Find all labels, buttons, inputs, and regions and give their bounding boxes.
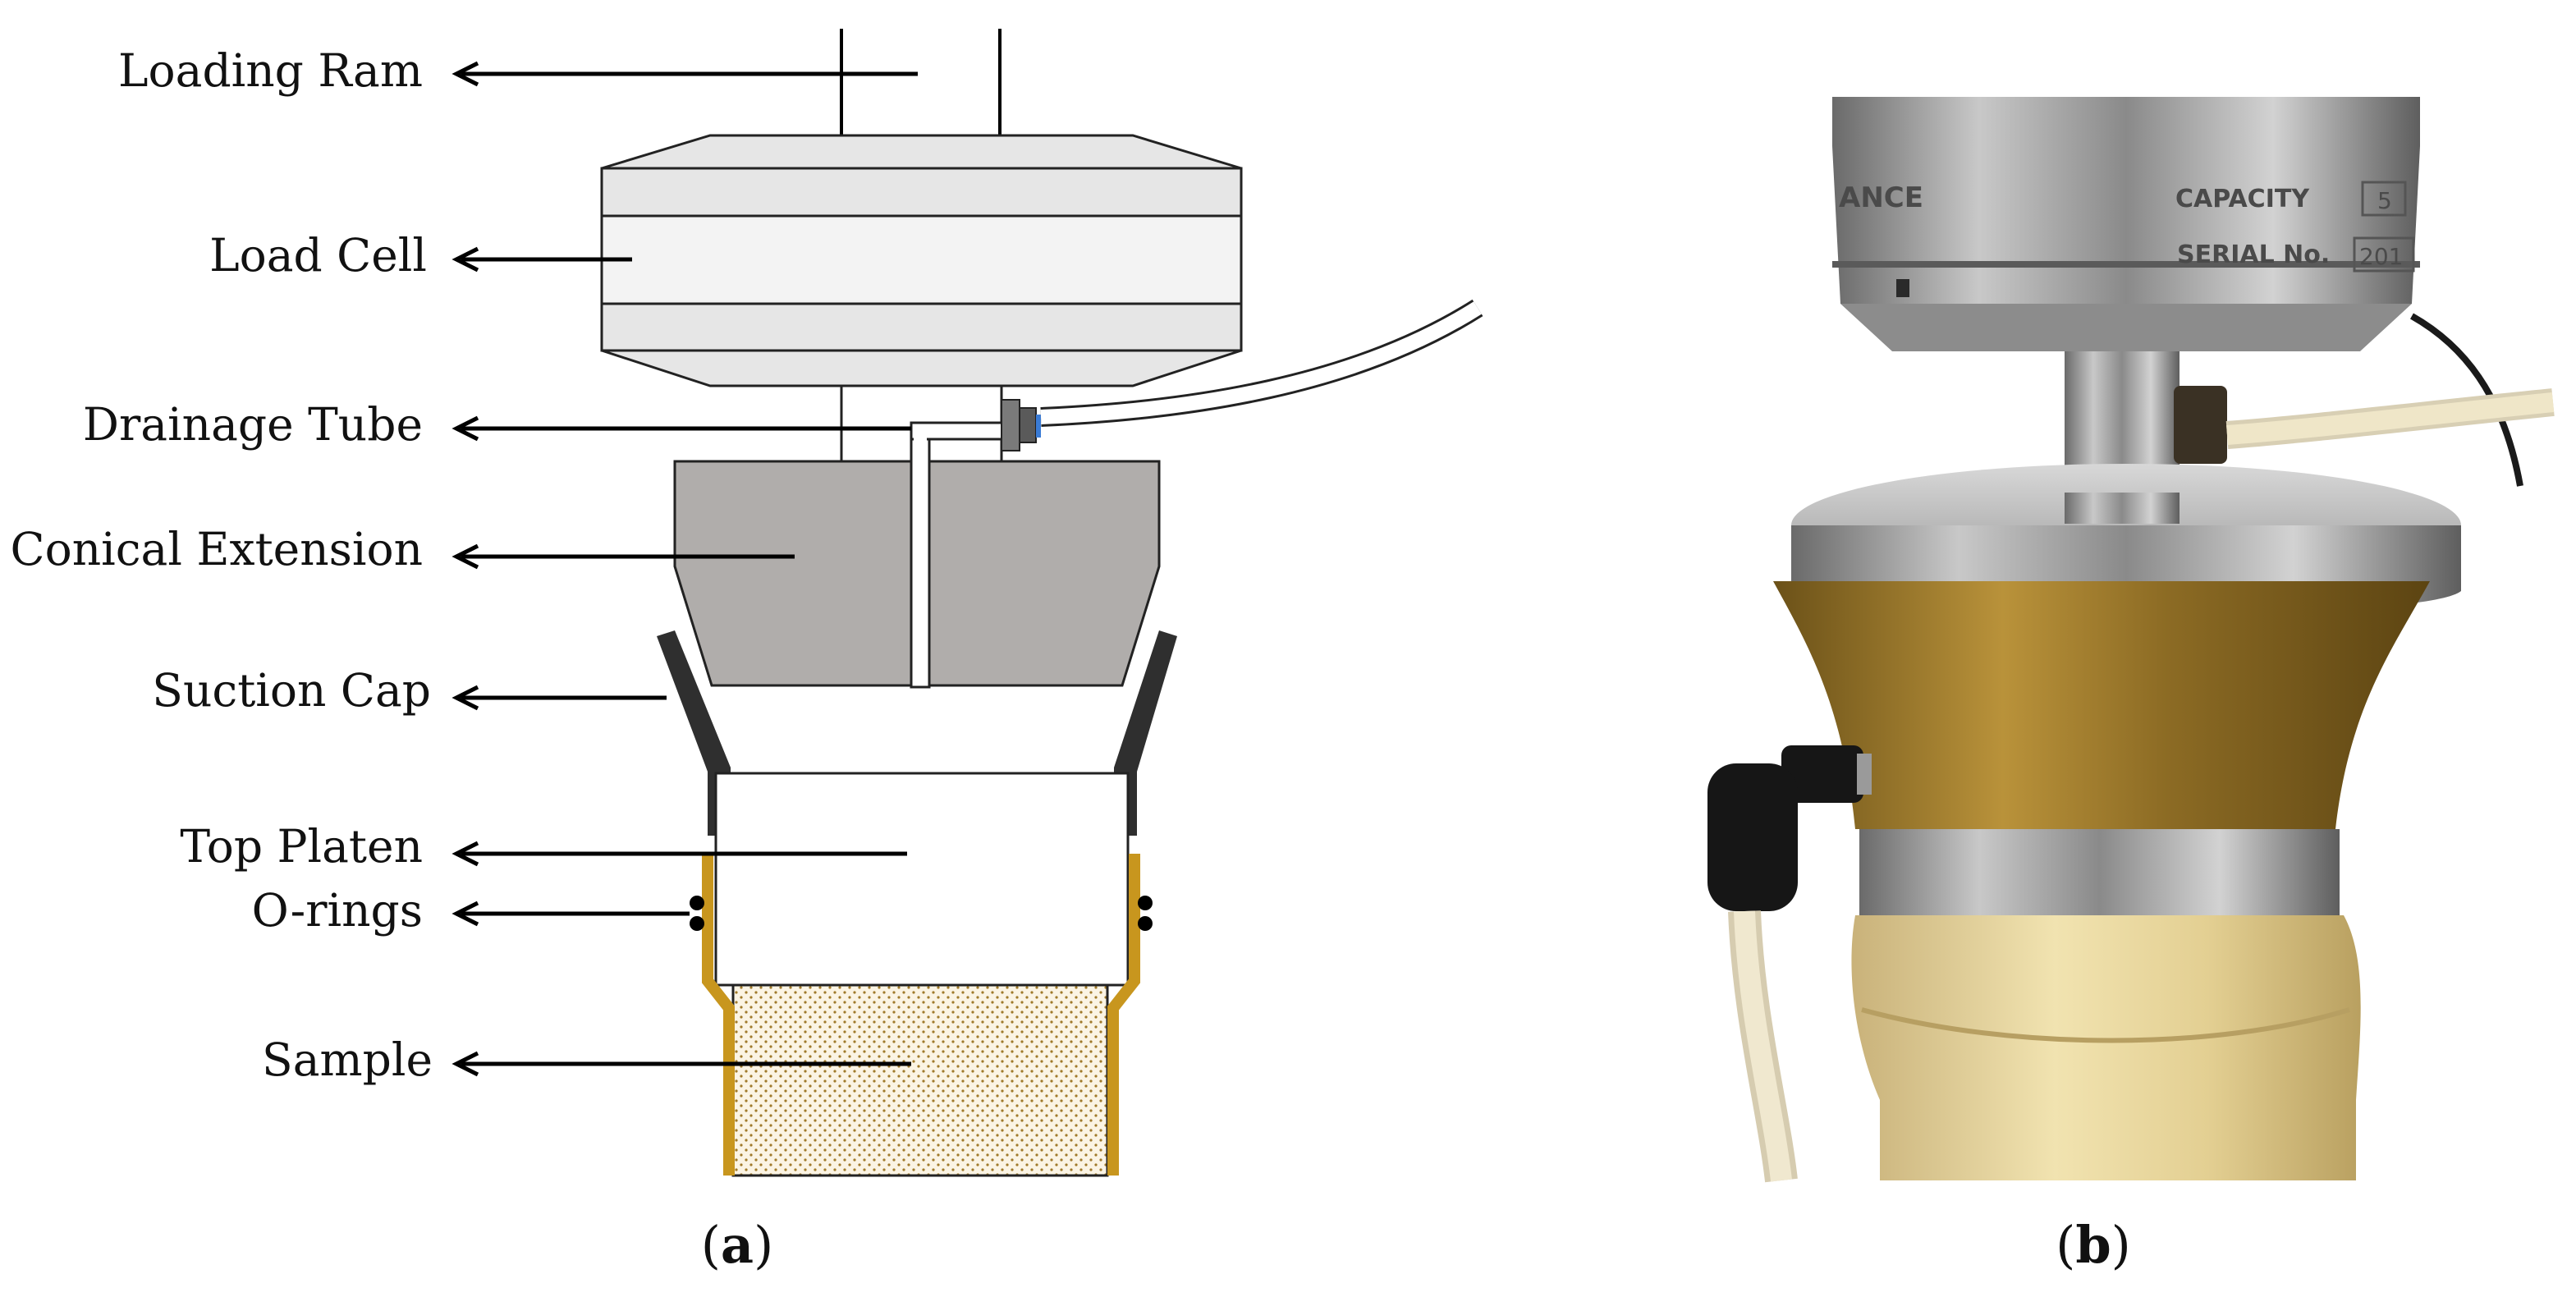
label-sample: Sample xyxy=(262,1033,433,1086)
nameplate-serial-label: SERIAL No. xyxy=(2177,241,2330,269)
top-platen xyxy=(714,772,1130,987)
nameplate-serial-value: 201 xyxy=(2359,243,2403,270)
o-ring-right-upper xyxy=(1138,896,1153,910)
photo-clamp-ring xyxy=(1859,829,2340,915)
o-ring-left-upper xyxy=(690,896,704,910)
photo-cable xyxy=(2410,313,2523,487)
label-drainage-tube: Drainage Tube xyxy=(83,398,423,451)
photo-sleeve xyxy=(1851,915,2361,1180)
nameplate-capacity-label: CAPACITY xyxy=(2175,185,2310,213)
membrane-right xyxy=(1107,854,1140,1176)
label-top-platen: Top Platen xyxy=(180,820,423,873)
o-ring-left-lower xyxy=(690,916,704,931)
sample xyxy=(731,983,1109,1177)
caption-a: (a) xyxy=(701,1215,774,1275)
photo-elbow-fitting xyxy=(1707,745,1872,911)
drainage-channel xyxy=(910,421,1007,689)
label-suction-cap: Suction Cap xyxy=(152,664,431,717)
nameplate-capacity-value: 5 xyxy=(2377,187,2392,214)
label-load-cell: Load Cell xyxy=(209,229,427,282)
photo-load-cell: ANCE CAPACITY 5 SERIAL No. 201 xyxy=(1832,97,2420,351)
schematic-panel: Loading Ram Load Cell Drainage Tube Coni… xyxy=(11,29,1483,1275)
drainage-fitting xyxy=(1001,399,1041,451)
label-o-rings: O-rings xyxy=(252,884,423,937)
caption-b: (b) xyxy=(2056,1215,2131,1275)
load-cell xyxy=(600,134,1243,387)
nameplate-brand: ANCE xyxy=(1839,181,1923,214)
label-arrows xyxy=(451,61,918,1077)
membrane-left xyxy=(702,854,735,1176)
suction-cap-left xyxy=(657,630,731,836)
photo-fitting-nut xyxy=(2174,386,2227,464)
label-loading-ram: Loading Ram xyxy=(118,44,423,97)
photo-brass-extension xyxy=(1773,581,2430,829)
suction-cap-right xyxy=(1114,630,1177,836)
o-ring-right-lower xyxy=(1138,916,1153,931)
photo-panel: ANCE CAPACITY 5 SERIAL No. 201 xyxy=(1707,97,2555,1275)
label-conical-extension: Conical Extension xyxy=(11,523,423,575)
